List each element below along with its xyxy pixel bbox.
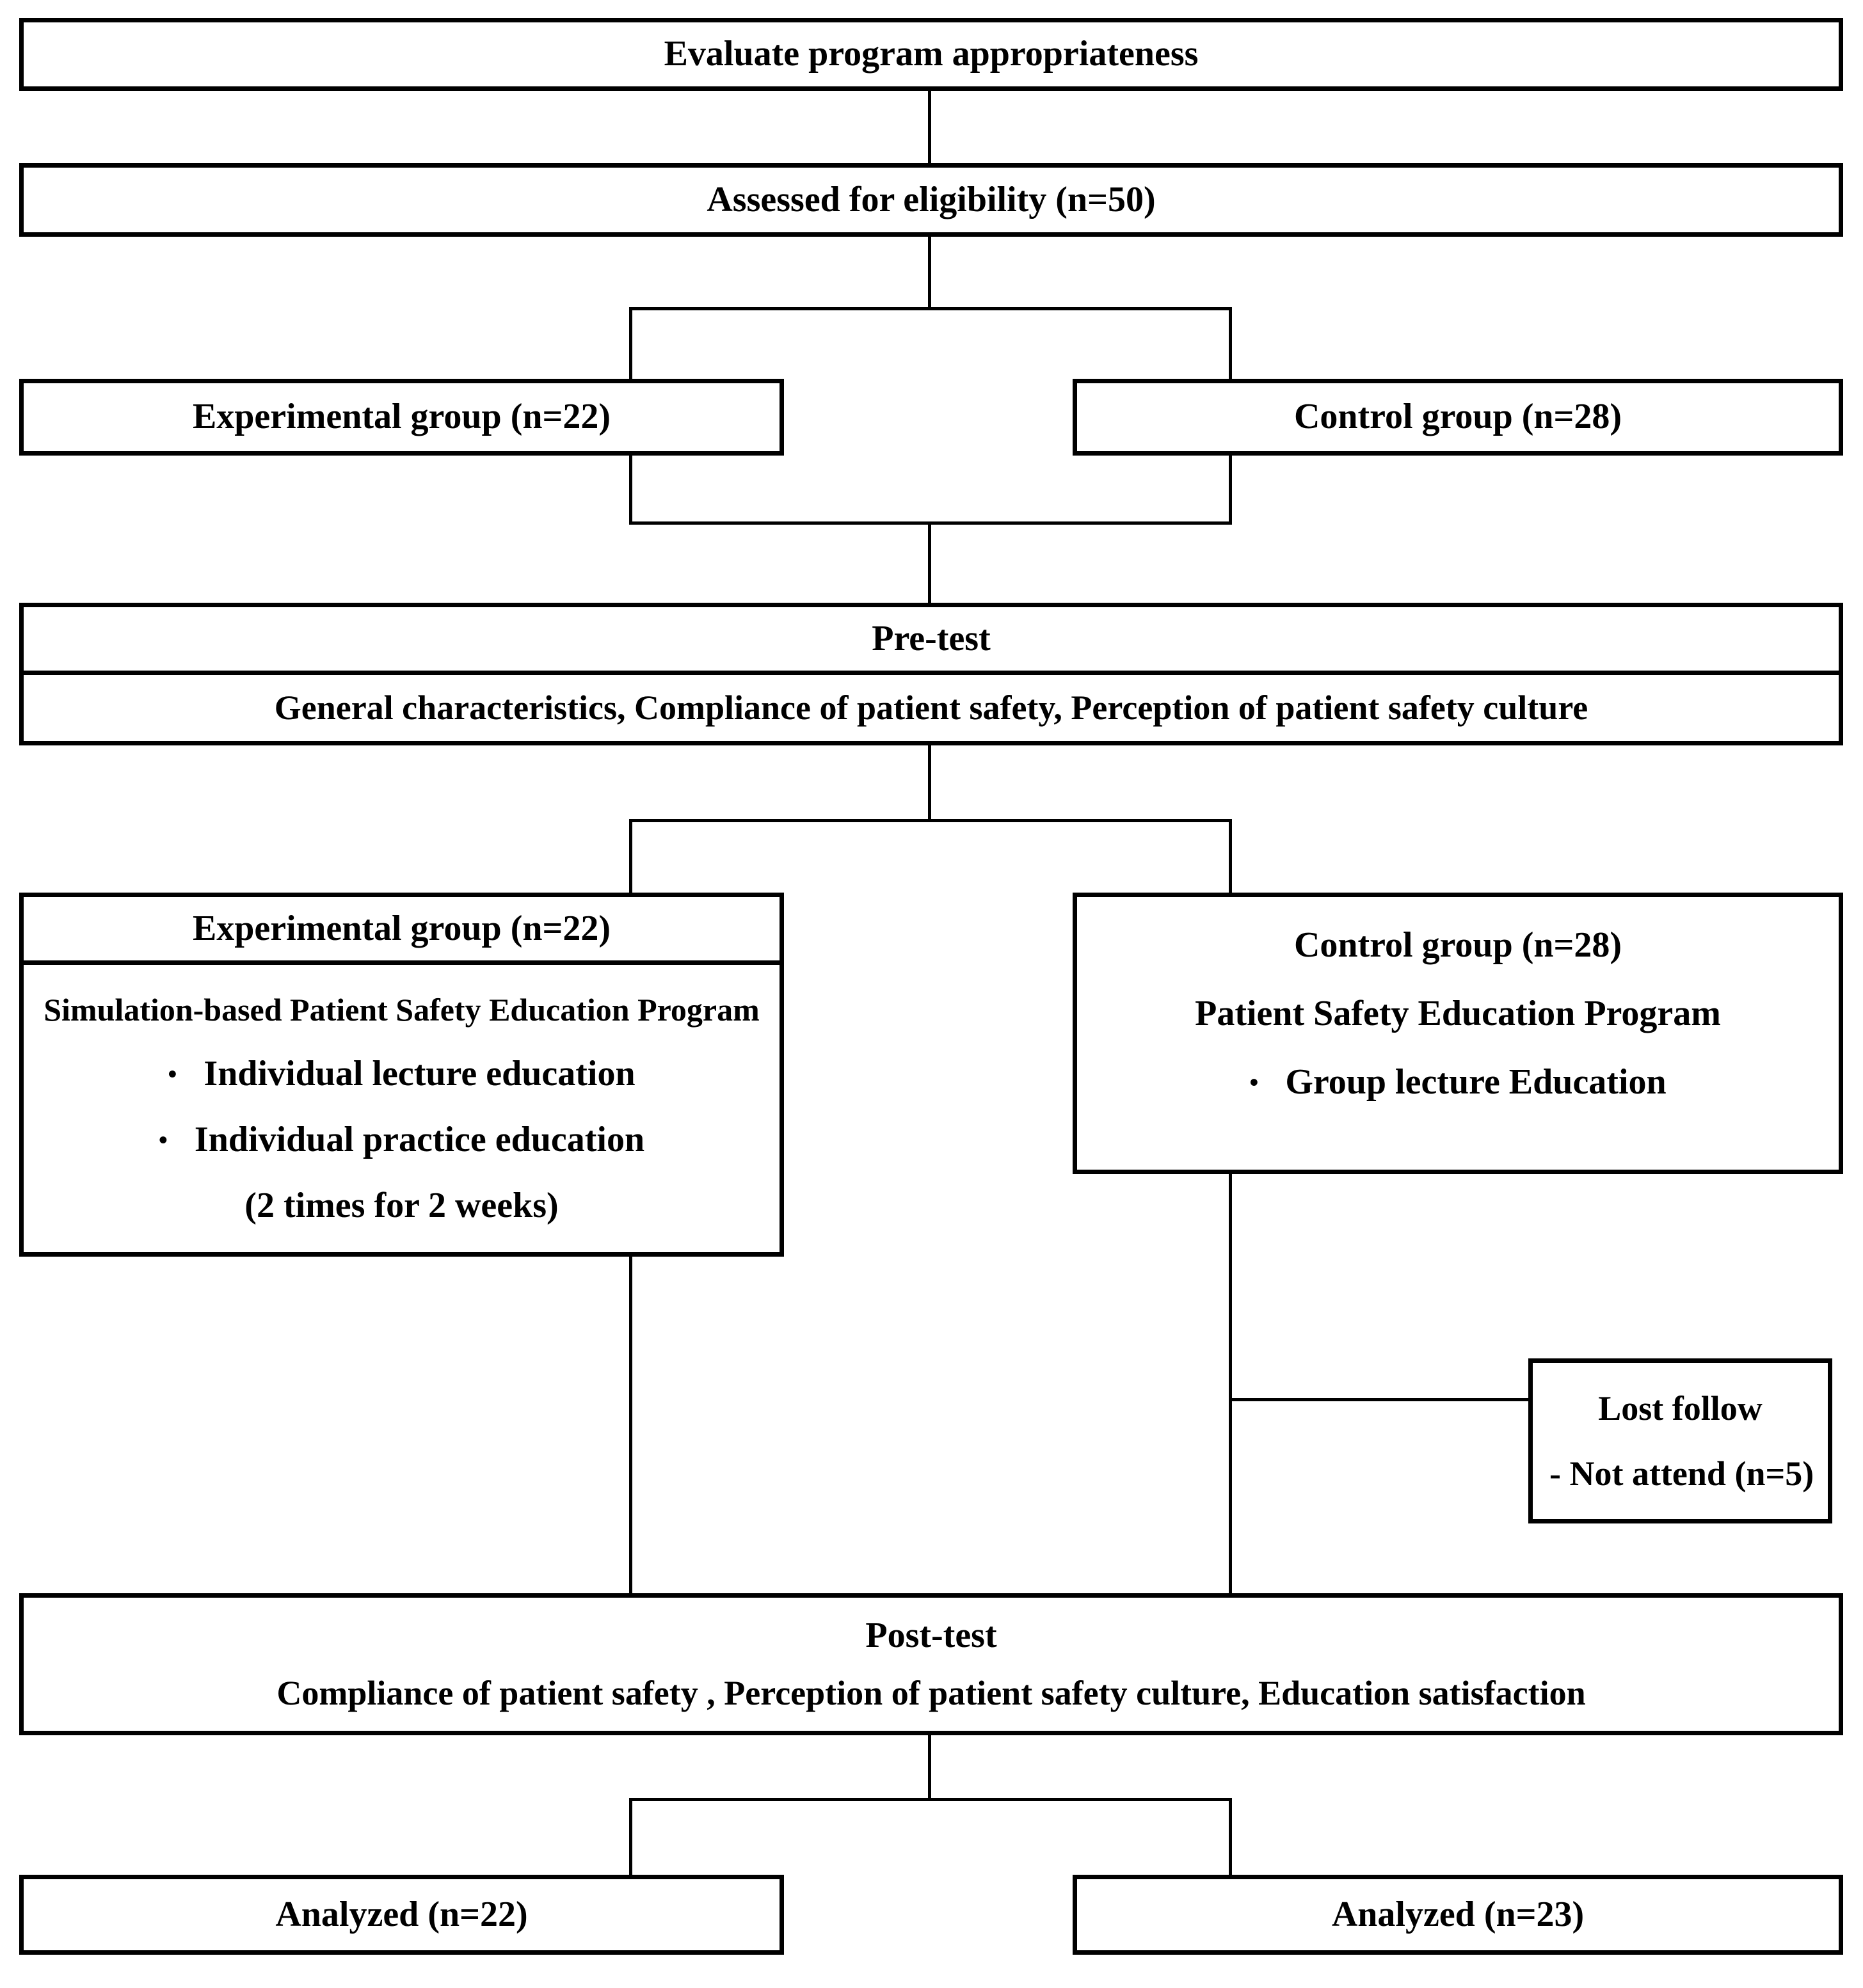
posttest-title: Post-test [865,1616,997,1655]
control-bullet-1: • Group lecture Education [1249,1062,1667,1102]
split1-horizontal [629,307,1232,310]
control-intervention-header: Control group (n=28) [1293,925,1622,966]
merge1-left-drop [629,456,632,525]
experimental-bullet-1: • Individual lecture education [168,1054,635,1094]
connector-evaluate-to-assessed [928,91,931,163]
bullet-icon: • [158,1125,168,1155]
box-control-group: Control group (n=28) [1073,379,1843,456]
pretest-title: Pre-test [24,607,1839,675]
experimental-program-title: Simulation-based Patient Safety Educatio… [44,992,760,1028]
split2-left-drop [629,819,632,893]
box-experimental-group: Experimental group (n=22) [19,379,784,456]
split3-horizontal [629,1798,1232,1801]
connector-experimental-to-posttest [629,1257,632,1593]
experimental-duration-note: (2 times for 2 weeks) [244,1186,559,1226]
experimental-bullet-2-label: Individual practice education [194,1120,645,1160]
lost-follow-detail: - Not attend (n=5) [1549,1454,1814,1493]
box-lost-follow: Lost follow - Not attend (n=5) [1528,1358,1832,1523]
split1-left-drop [629,307,632,379]
bullet-icon: • [168,1060,177,1089]
control-program-title: Patient Safety Education Program [1195,994,1721,1034]
split3-right-drop [1229,1798,1232,1875]
connector-control-to-posttest [1229,1174,1232,1593]
box-pretest: Pre-test General characteristics, Compli… [19,603,1843,745]
connector-pretest-to-split [928,745,931,822]
box-assessed-eligibility: Assessed for eligibility (n=50) [19,163,1843,237]
split1-right-drop [1229,307,1232,379]
experimental-intervention-header: Experimental group (n=22) [24,897,780,965]
connector-merge1-to-pretest [928,525,931,603]
control-bullet-1-label: Group lecture Education [1285,1062,1667,1102]
box-analyzed-experimental: Analyzed (n=22) [19,1875,784,1955]
connector-to-lost-follow [1229,1398,1528,1401]
box-evaluate-program: Evaluate program appropriateness [19,18,1843,91]
split3-left-drop [629,1798,632,1875]
merge1-horizontal [629,521,1232,525]
box-analyzed-control: Analyzed (n=23) [1073,1875,1843,1955]
split2-horizontal [629,819,1232,822]
box-posttest: Post-test Compliance of patient safety ,… [19,1593,1843,1735]
lost-follow-title: Lost follow [1598,1389,1763,1427]
bullet-icon: • [1249,1067,1259,1097]
experimental-bullet-1-label: Individual lecture education [204,1054,636,1094]
pretest-detail: General characteristics, Compliance of p… [274,688,1588,727]
split2-right-drop [1229,819,1232,893]
connector-assessed-to-split [928,237,931,310]
box-experimental-intervention: Experimental group (n=22) Simulation-bas… [19,893,784,1257]
connector-posttest-to-split [928,1735,931,1801]
merge1-right-drop [1229,456,1232,525]
experimental-bullet-2: • Individual practice education [159,1120,644,1160]
box-control-intervention: Control group (n=28) Patient Safety Educ… [1073,893,1843,1174]
posttest-detail: Compliance of patient safety , Perceptio… [276,1673,1586,1712]
